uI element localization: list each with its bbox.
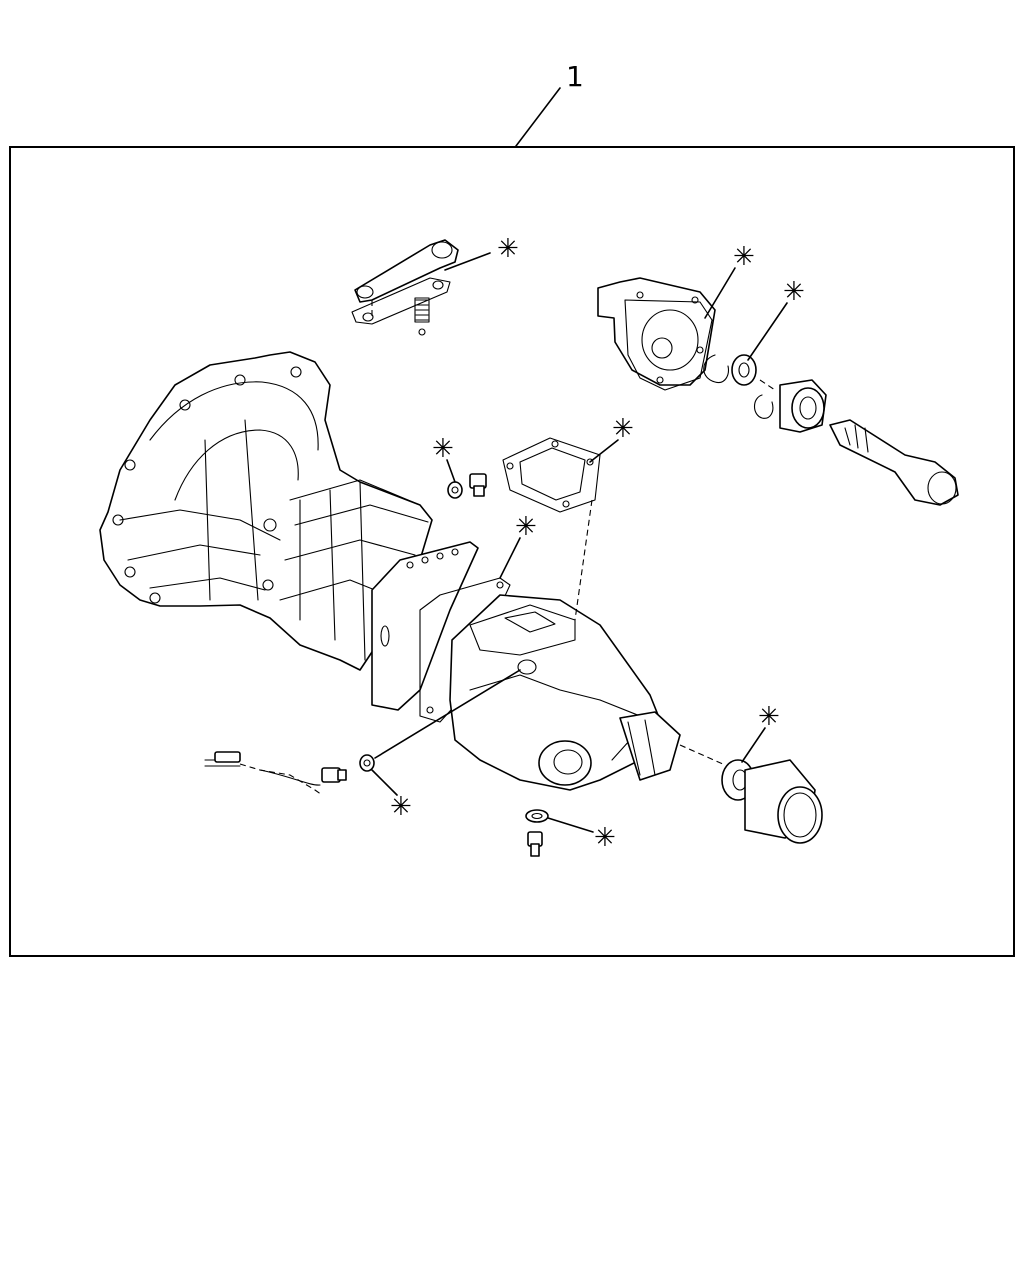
callout-marker-adapter-gasket: ✳ — [515, 512, 537, 542]
callout-marker-washer-left: ✳ — [432, 434, 454, 464]
extension-axis-line — [759, 379, 776, 391]
callout-marker-shift-lever-gasket: ✳ — [497, 234, 519, 264]
callout-marker-rear-bearing: ✳ — [758, 702, 780, 732]
kit-boundary-frame — [9, 146, 1015, 957]
callout-leader-shift-lever-gasket — [444, 252, 491, 271]
callout-marker-extension-bearing: ✳ — [783, 277, 805, 307]
retaining-ring — [753, 394, 774, 419]
cover-axis-line — [574, 499, 593, 621]
speed-sensor-harness — [204, 751, 347, 796]
callout-marker-drain-washer: ✳ — [594, 823, 616, 853]
shift-lever-gasket — [351, 277, 451, 325]
callout-leader-washer-left — [446, 459, 456, 483]
extension-housing — [449, 594, 661, 791]
top-cover-gasket — [502, 437, 601, 513]
rear-sleeve — [744, 759, 823, 844]
extension-gasket — [624, 299, 713, 391]
callout-leader-extension-bearing — [747, 302, 788, 361]
output-seal — [619, 711, 681, 781]
transmission-case — [99, 351, 433, 671]
rear-axis-line — [679, 744, 726, 766]
washer-left — [447, 481, 463, 499]
callout-marker-extension-gasket: ✳ — [733, 242, 755, 272]
detent-spring — [414, 297, 430, 336]
snap-ring — [703, 354, 729, 384]
sensor-leader-line — [374, 669, 521, 759]
drain-washer — [525, 809, 549, 823]
assembly-leader-line — [515, 87, 561, 147]
callout-leader-rear-bearing — [741, 727, 766, 763]
sensor-washer — [359, 754, 375, 772]
extension-bearing — [731, 354, 757, 386]
rear-extension-adapter — [597, 277, 716, 386]
outer-bearing — [779, 379, 827, 433]
drain-plug — [527, 831, 543, 857]
callout-marker-sensor-washer: ✳ — [390, 792, 412, 822]
callout-marker-cover-gasket: ✳ — [612, 414, 634, 444]
intermediate-plate — [371, 541, 479, 711]
callout-leader-cover-gasket — [589, 439, 619, 463]
output-shaft — [829, 419, 959, 506]
callout-leader-extension-gasket — [704, 267, 736, 319]
assembly-number-label: 1 — [566, 60, 584, 93]
breather-plug — [469, 473, 487, 497]
callout-leader-sensor-washer — [371, 769, 398, 796]
callout-leader-adapter-gasket — [499, 537, 521, 579]
callout-leader-drain-washer — [547, 817, 594, 833]
shift-lever — [354, 239, 459, 316]
